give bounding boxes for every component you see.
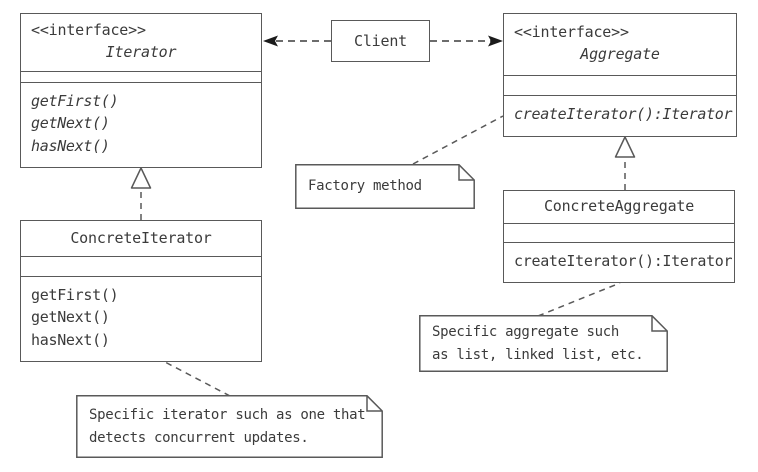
concrete-iterator-operation: hasNext() xyxy=(31,331,110,350)
edge-concrete-iterator-realizes-iterator xyxy=(130,167,152,220)
note-factory-method-text: Factory method xyxy=(308,164,465,209)
aggregate-name-compartment: <<interface>> Aggregate xyxy=(504,14,736,75)
edge-concrete-aggregate-realizes-aggregate xyxy=(614,136,636,190)
iterator-name-compartment: <<interface>> Iterator xyxy=(21,14,261,71)
aggregate-operation: createIterator():Iterator xyxy=(514,105,733,123)
iterator-operation: hasNext() xyxy=(31,137,110,156)
edge-note-anchor-factory-method xyxy=(412,115,504,165)
iterator-attributes-compartment xyxy=(21,70,261,82)
concrete-iterator-attributes-compartment xyxy=(21,256,261,276)
note-specific-aggregate[interactable]: Specific aggregate such as list, linked … xyxy=(419,315,668,372)
iterator-operation: getFirst() xyxy=(31,91,119,110)
class-box-concrete-aggregate[interactable]: ConcreteAggregate createIterator():Itera… xyxy=(503,190,735,283)
aggregate-stereotype: <<interface>> xyxy=(514,23,629,42)
note-specific-iterator[interactable]: Specific iterator such as one that detec… xyxy=(76,395,383,458)
concrete-iterator-class-name: ConcreteIterator xyxy=(70,228,212,247)
note-factory-method[interactable]: Factory method xyxy=(295,164,475,209)
note-line: Factory method xyxy=(308,178,422,195)
concrete-iterator-name-compartment: ConcreteIterator xyxy=(21,221,261,256)
concrete-aggregate-operation: createIterator():Iterator xyxy=(514,252,733,271)
note-specific-aggregate-text: Specific aggregate such as list, linked … xyxy=(432,315,658,372)
concrete-iterator-operation: getNext() xyxy=(31,308,110,327)
concrete-aggregate-attributes-compartment xyxy=(504,222,734,243)
aggregate-attributes-compartment xyxy=(504,75,736,95)
concrete-iterator-operation: getFirst() xyxy=(31,285,119,304)
iterator-class-name: Iterator xyxy=(105,42,177,61)
iterator-operations-compartment: getFirst() getNext() hasNext() xyxy=(21,81,261,167)
concrete-aggregate-operations-compartment: createIterator():Iterator xyxy=(504,242,734,282)
class-box-aggregate[interactable]: <<interface>> Aggregate createIterator()… xyxy=(503,13,737,137)
note-line: Specific iterator such as one that xyxy=(89,407,366,424)
iterator-stereotype: <<interface>> xyxy=(31,21,146,39)
edge-note-anchor-specific-aggregate xyxy=(537,282,621,317)
class-box-client[interactable]: Client xyxy=(331,20,430,62)
class-box-concrete-iterator[interactable]: ConcreteIterator getFirst() getNext() ha… xyxy=(20,220,262,362)
edge-client-uses-iterator xyxy=(263,35,331,47)
concrete-aggregate-class-name: ConcreteAggregate xyxy=(543,196,695,215)
note-line: detects concurrent updates. xyxy=(89,429,309,446)
concrete-iterator-operations-compartment: getFirst() getNext() hasNext() xyxy=(21,275,261,361)
note-specific-iterator-text: Specific iterator such as one that detec… xyxy=(89,395,373,458)
note-line: Specific aggregate such xyxy=(432,324,619,341)
aggregate-class-name: Aggregate xyxy=(580,45,660,63)
class-box-iterator[interactable]: <<interface>> Iterator getFirst() getNex… xyxy=(20,13,262,168)
note-line: as list, linked list, etc. xyxy=(432,346,644,363)
aggregate-operations-compartment: createIterator():Iterator xyxy=(504,95,736,135)
edge-note-anchor-specific-iterator xyxy=(164,361,231,397)
edge-client-uses-aggregate xyxy=(430,35,503,47)
iterator-operation: getNext() xyxy=(31,114,110,133)
client-label: Client xyxy=(354,32,407,50)
concrete-aggregate-name-compartment: ConcreteAggregate xyxy=(504,191,734,223)
